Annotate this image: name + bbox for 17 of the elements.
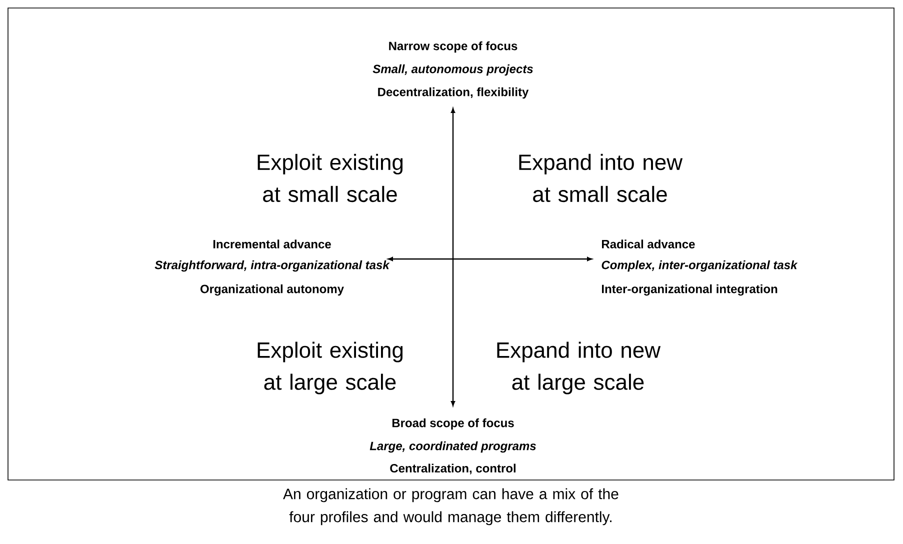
axis-label: Decentralization, flexibility xyxy=(378,87,529,99)
quadrant-label: Expand into new at small scale xyxy=(519,154,683,202)
axis-label: Complex, inter-organizational task xyxy=(602,260,798,272)
axis-label: Inter-organizational integration xyxy=(602,284,778,296)
axis-label: Broad scope of focus xyxy=(392,418,514,430)
quadrant-label: Exploit existing at small scale xyxy=(258,154,403,202)
quadrant-label: Exploit existing at large scale xyxy=(258,342,403,394)
caption: An organization or program can have a mix of the four profiles and would manage them differently. xyxy=(283,488,618,526)
axis-label: Incremental advance xyxy=(213,240,331,248)
axis-label: Narrow scope of focus xyxy=(389,41,518,53)
axis-label: Large, coordinated programs xyxy=(370,441,536,453)
axis-label: Radical advance xyxy=(602,240,695,248)
axis-label: Small, autonomous projects xyxy=(372,64,533,76)
quadrant-label: Expand into new at large scale xyxy=(497,342,661,394)
axis-label: Organizational autonomy xyxy=(200,284,344,296)
axis-label: Straightforward, intra-organizational task xyxy=(154,260,390,272)
axis-label: Centralization, control xyxy=(390,464,516,474)
